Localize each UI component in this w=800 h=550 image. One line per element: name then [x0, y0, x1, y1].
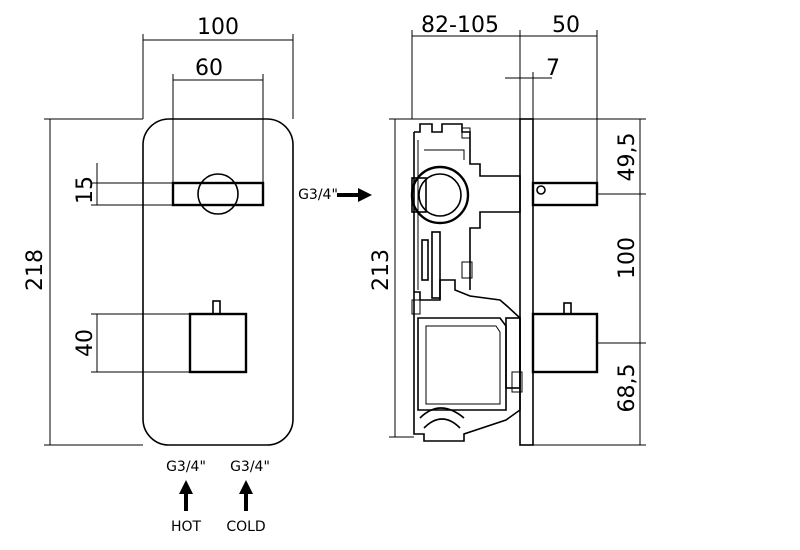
dim-front-handle-height: 15	[73, 163, 173, 206]
dim-side-projection: 50	[520, 13, 598, 183]
side-cover-plate	[519, 118, 534, 446]
side-body	[410, 123, 523, 442]
outlet-arrow-icon	[358, 188, 372, 202]
hot-arrow-icon	[179, 480, 193, 494]
dim-side-body-height-label: 213	[369, 249, 394, 291]
dim-front-height: 218	[23, 118, 143, 446]
dim-side-middle-label: 100	[615, 237, 640, 279]
dim-side-depth: 82-105	[411, 13, 521, 119]
dim-side-vertical-chain: 49,5 100 68,5	[533, 118, 646, 446]
hot-inlet-size: G3/4"	[166, 459, 206, 475]
cold-inlet: G3/4" COLD	[226, 459, 270, 535]
dim-side-bottom-label: 68,5	[615, 364, 640, 413]
cold-label: COLD	[226, 519, 265, 535]
side-outlet: G3/4"	[298, 187, 372, 203]
dim-front-width-label: 100	[197, 15, 239, 40]
dim-side-plate-label: 7	[546, 56, 560, 81]
front-cover-plate	[142, 118, 294, 446]
hot-label: HOT	[171, 519, 202, 535]
dim-front-handle-height-label: 15	[73, 176, 98, 204]
dim-side-depth-label: 82-105	[421, 13, 499, 38]
front-handle-rosette	[197, 173, 239, 215]
hot-inlet: G3/4" HOT	[166, 459, 206, 535]
dim-front-knob-height-label: 40	[73, 329, 98, 357]
dim-side-body-height: 213	[369, 118, 520, 438]
dim-side-top-label: 49,5	[615, 133, 640, 182]
dim-front-knob-height: 40	[73, 313, 190, 373]
cold-inlet-size: G3/4"	[230, 459, 270, 475]
dim-front-handle-width: 60	[172, 56, 264, 183]
dim-side-plate: 7	[505, 56, 560, 119]
side-knob	[531, 312, 599, 374]
side-view: 82-105 50 7 213 49,5 1	[298, 13, 646, 446]
dim-front-height-label: 218	[23, 249, 48, 291]
front-knob-indicator	[212, 300, 221, 315]
side-outlet-size: G3/4"	[298, 187, 338, 203]
front-handle-lever	[171, 181, 265, 207]
dim-front-width: 100	[142, 15, 294, 119]
cold-arrow-icon	[239, 480, 253, 494]
front-knob	[188, 312, 248, 374]
dim-side-projection-label: 50	[552, 13, 580, 38]
front-view: 100 60 218 15 40	[23, 15, 294, 535]
dim-front-handle-width-label: 60	[195, 56, 223, 81]
